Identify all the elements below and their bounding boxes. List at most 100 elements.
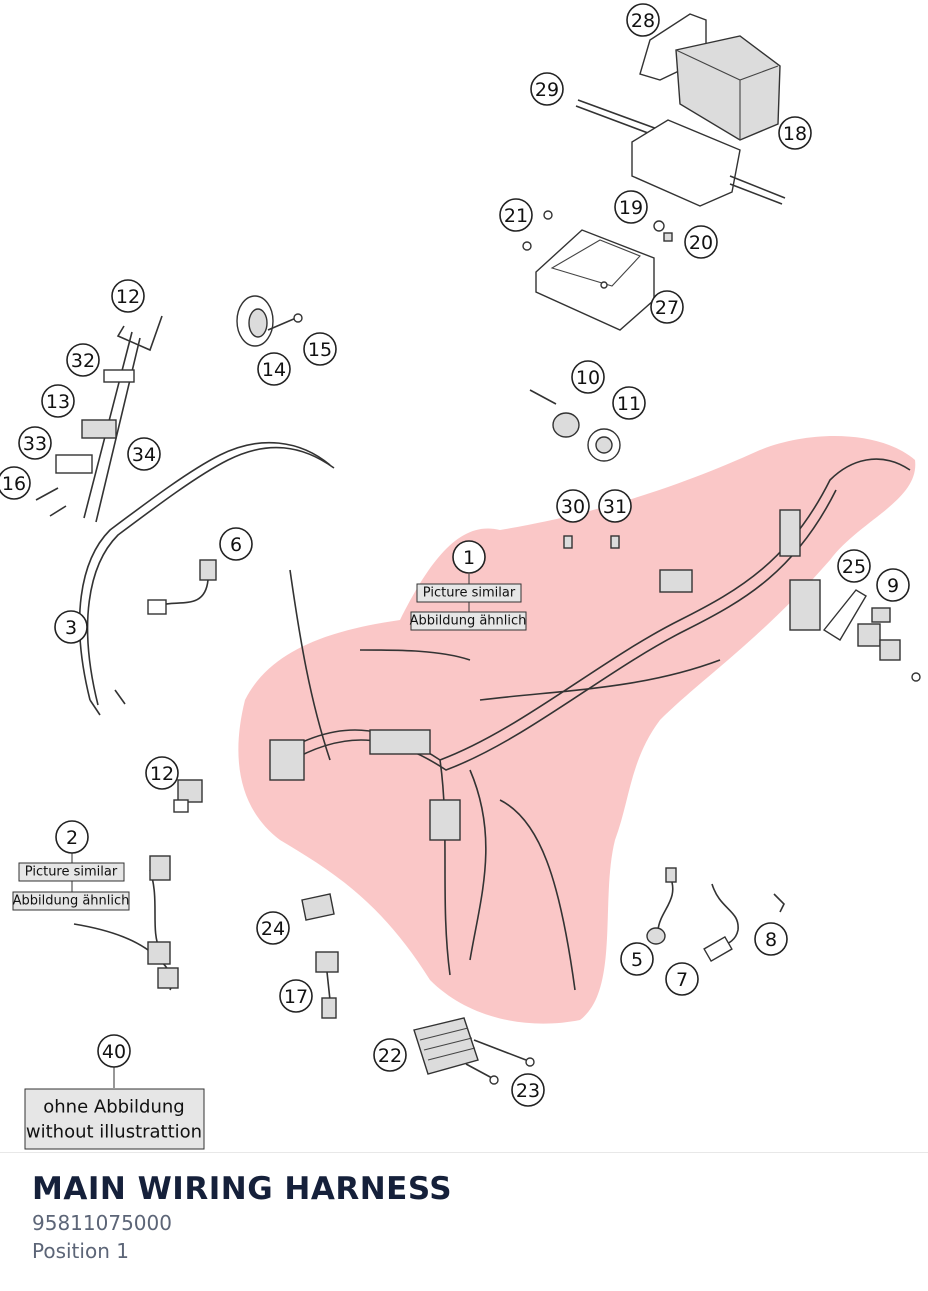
callout-3: 3 [54, 610, 88, 644]
relay-12 [173, 779, 203, 813]
label-abbildung-1: Abbildung ähnlich [410, 611, 527, 631]
callout-23: 23 [511, 1073, 545, 1107]
cable-3 [78, 441, 335, 716]
callout-number: 8 [765, 929, 777, 951]
callout-40: 40 [97, 1034, 131, 1068]
callout-number: 12 [150, 763, 174, 785]
part-position: Position 1 [32, 1239, 129, 1263]
fuse-30 [563, 535, 573, 549]
sensor-6 [147, 559, 217, 615]
callout-number: 1 [463, 547, 475, 569]
callout-28: 28 [626, 3, 660, 37]
callout-18: 18 [778, 116, 812, 150]
callout-2: 2 [55, 820, 89, 854]
svg-text:Picture similar: Picture similar [25, 865, 118, 880]
svg-text:ohne Abbildung: ohne Abbildung [43, 1097, 184, 1118]
callout-9: 9 [876, 568, 910, 602]
battery-group [522, 13, 786, 331]
callout-number: 9 [887, 575, 899, 597]
callout-number: 22 [378, 1045, 402, 1067]
label-picture-similar-2: Picture similar [18, 862, 125, 882]
callout-number: 33 [23, 433, 47, 455]
label-picture-similar-1: Picture similar [416, 583, 522, 603]
callout-number: 28 [631, 10, 655, 32]
parts-diagram: 1235678910111212131415161718192021222324… [0, 3, 921, 1150]
callout-20: 20 [684, 225, 718, 259]
svg-text:Abbildung ähnlich: Abbildung ähnlich [410, 614, 527, 629]
callout-number: 2 [66, 827, 78, 849]
label-abbildung-2: Abbildung ähnlich [12, 891, 130, 911]
callout-7: 7 [665, 962, 699, 996]
sockets [529, 389, 621, 462]
callout-number: 34 [132, 444, 156, 466]
callout-22: 22 [373, 1038, 407, 1072]
horn [236, 295, 303, 347]
callout-10: 10 [571, 360, 605, 394]
callout-number: 7 [676, 969, 688, 991]
callout-number: 40 [102, 1041, 126, 1063]
callout-12: 12 [111, 279, 145, 313]
callout-21: 21 [499, 198, 533, 232]
callout-13: 13 [41, 384, 75, 418]
fuse-31 [610, 535, 620, 549]
callout-number: 18 [783, 123, 807, 145]
harness-2 [73, 855, 179, 991]
callout-number: 30 [561, 496, 585, 518]
callout-33: 33 [18, 426, 52, 460]
callout-29: 29 [530, 72, 564, 106]
regulator [413, 1017, 535, 1085]
callout-number: 11 [617, 393, 641, 415]
label-without-illustration: ohne Abbildung without illustrattion [24, 1088, 205, 1150]
callout-number: 16 [2, 473, 26, 495]
callout-30: 30 [556, 489, 590, 523]
callout-1: 1 [452, 540, 486, 574]
callout-24: 24 [256, 911, 290, 945]
callout-number: 12 [116, 286, 140, 308]
bracket-group [35, 315, 163, 523]
callout-8: 8 [754, 922, 788, 956]
callout-number: 6 [230, 534, 242, 556]
callout-number: 10 [576, 367, 600, 389]
part-number: 95811075000 [32, 1211, 172, 1235]
callout-34: 34 [127, 437, 161, 471]
callout-14: 14 [257, 352, 291, 386]
callout-number: 24 [261, 918, 285, 940]
callout-number: 25 [842, 556, 866, 578]
callout-6: 6 [219, 527, 253, 561]
sensors-5-7-8 [646, 867, 785, 963]
callout-number: 32 [71, 350, 95, 372]
svg-text:without illustrattion: without illustrattion [26, 1122, 202, 1143]
part-17 [315, 951, 339, 1019]
callout-32: 32 [66, 343, 100, 377]
part-info-footer: MAIN WIRING HARNESS 95811075000 Position… [0, 1152, 928, 1291]
callout-25: 25 [837, 549, 871, 583]
harness-highlight [238, 436, 916, 1024]
callout-11: 11 [612, 386, 646, 420]
callout-number: 15 [308, 339, 332, 361]
callout-15: 15 [303, 332, 337, 366]
callout-number: 17 [284, 986, 308, 1008]
callout-number: 19 [619, 197, 643, 219]
callout-number: 20 [689, 232, 713, 254]
relay-block [822, 589, 921, 682]
svg-text:Picture similar: Picture similar [423, 586, 516, 601]
callout-5: 5 [620, 942, 654, 976]
callout-number: 27 [655, 297, 679, 319]
svg-text:Abbildung ähnlich: Abbildung ähnlich [13, 894, 130, 909]
part-title: MAIN WIRING HARNESS [32, 1171, 453, 1207]
callout-number: 5 [631, 949, 643, 971]
callout-number: 3 [65, 617, 77, 639]
callout-number: 14 [262, 359, 286, 381]
callout-19: 19 [614, 190, 648, 224]
callout-number: 23 [516, 1080, 540, 1102]
part-24 [301, 893, 335, 921]
callout-12: 12 [145, 756, 179, 790]
callout-17: 17 [279, 979, 313, 1013]
callout-number: 29 [535, 79, 559, 101]
callout-27: 27 [650, 290, 684, 324]
callout-16: 16 [0, 466, 31, 500]
callout-number: 13 [46, 391, 70, 413]
callout-number: 31 [603, 496, 627, 518]
callout-31: 31 [598, 489, 632, 523]
main-harness [269, 458, 911, 991]
